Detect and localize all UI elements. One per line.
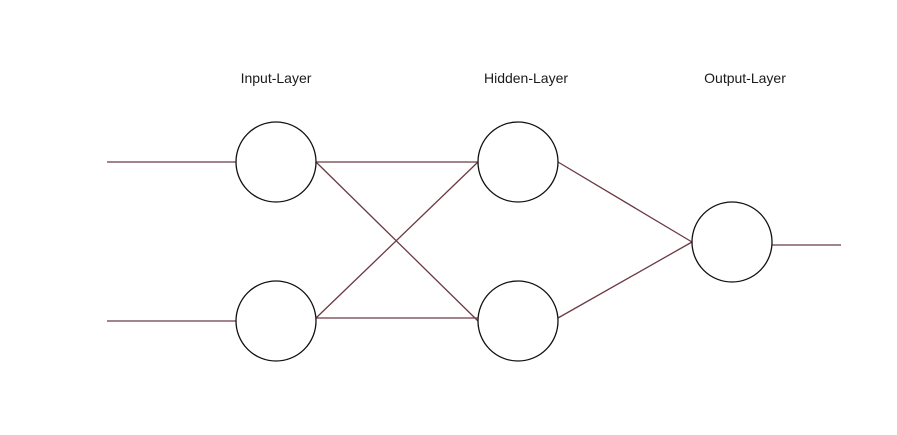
input-node-1	[235, 121, 317, 203]
hidden-node-1	[477, 121, 559, 203]
hidden-layer-label: Hidden-Layer	[484, 70, 568, 86]
edge-hidden2-output	[557, 241, 693, 319]
edge-input1-hidden2	[315, 161, 479, 322]
nodes	[235, 121, 773, 362]
hidden-node-2	[477, 280, 559, 362]
output-node-1	[691, 201, 773, 283]
output-layer-label: Output-Layer	[704, 70, 786, 86]
edge-input2-hidden1	[315, 161, 479, 319]
connections	[107, 161, 841, 322]
input-layer-label: Input-Layer	[241, 70, 312, 86]
edge-hidden1-output	[557, 161, 693, 243]
input-node-2	[235, 280, 317, 362]
